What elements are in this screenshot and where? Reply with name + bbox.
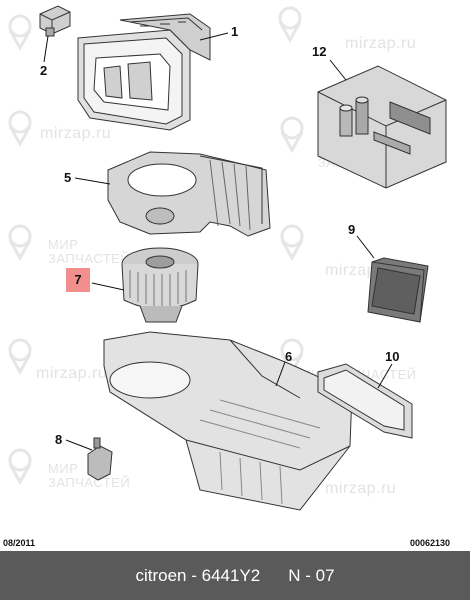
parts-diagram: mirzap.ru mirzap.ru mirzap.ru mirzap.ru …: [3, 5, 451, 548]
part-1-housing: [77, 13, 211, 131]
callout-5: 5: [64, 170, 72, 185]
part-5-blower-housing: [107, 151, 271, 237]
date-code: 08/2011: [3, 538, 36, 548]
part-8-sensor: [87, 437, 113, 481]
part-10-filter-cover: [317, 363, 413, 439]
part-7-blower-motor: [121, 247, 199, 323]
part-12-kit: [317, 65, 447, 189]
callout-9: 9: [348, 222, 356, 237]
callout-1: 1: [231, 24, 239, 39]
watermark-site: mirzap.ru: [345, 35, 417, 52]
leader-lines: [43, 32, 393, 451]
watermark-pin-icons: [8, 6, 304, 488]
callout-7-highlighted: 7: [66, 268, 90, 292]
callout-12: 12: [312, 44, 327, 59]
footer-brand: citroen - 6441Y2: [135, 565, 261, 585]
part-footer: citroen - 6441Y2 N - 07: [0, 551, 470, 600]
watermark-site: mirzap.ru: [36, 365, 108, 382]
watermark-site: mirzap.ru: [325, 480, 397, 497]
callout-6: 6: [285, 349, 293, 364]
callout-10: 10: [385, 349, 400, 364]
watermark-site: mirzap.ru: [40, 125, 112, 142]
callout-8: 8: [55, 432, 63, 447]
parts-drawing: [8, 5, 447, 511]
ref-code: 00062130: [410, 538, 451, 548]
part-6-lower-housing: [103, 331, 353, 511]
footer-nref: N - 07: [288, 565, 335, 585]
part-9-filter: [367, 257, 429, 323]
callout-2: 2: [40, 63, 48, 78]
part-2-actuator: [39, 5, 71, 37]
